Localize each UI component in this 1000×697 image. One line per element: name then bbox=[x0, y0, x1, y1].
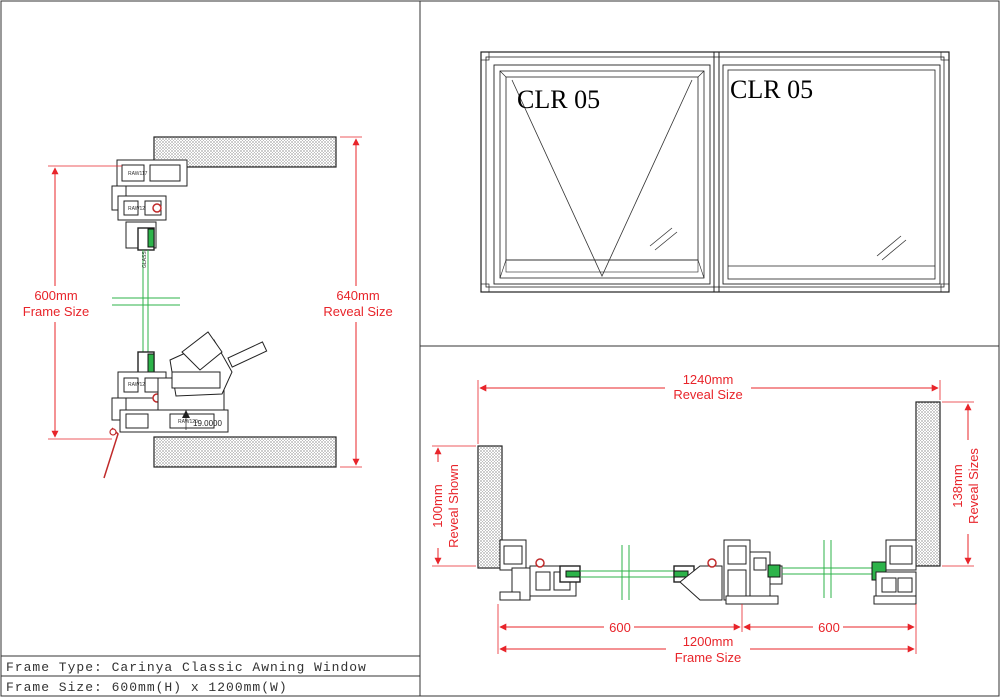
frame-width-dimension: 1200mm Frame Size bbox=[499, 634, 915, 666]
sill-reveal-wall bbox=[153, 436, 337, 468]
left-glass bbox=[580, 545, 680, 600]
right-fixed-pane bbox=[722, 64, 941, 285]
reveal-shown-caption: Reveal Shown bbox=[446, 464, 461, 548]
frame-height-dimension: 600mm Frame Size bbox=[14, 165, 122, 440]
frame-type-text: Frame Type: Carinya Classic Awning Windo… bbox=[6, 660, 367, 675]
right-pane-label: CLR 05 bbox=[730, 75, 813, 104]
reveal-shown-value: 100mm bbox=[430, 484, 445, 527]
mullion-profile bbox=[673, 539, 783, 605]
frame-height-caption: Frame Size bbox=[23, 304, 89, 319]
reveal-height-caption: Reveal Size bbox=[323, 304, 392, 319]
horizontal-section: 1240mm Reveal Size 100mm Reveal Shown 13… bbox=[426, 372, 992, 666]
frame-size-text: Frame Size: 600mm(H) x 1200mm(W) bbox=[6, 680, 288, 695]
reveal-width-dimension: 1240mm Reveal Size bbox=[477, 372, 941, 444]
sill-frame-profile: 19.0000 bbox=[103, 331, 268, 479]
profile-code: RAW120 bbox=[178, 419, 198, 425]
left-sash bbox=[493, 64, 711, 285]
reveal-height-dimension: 640mm Reveal Size bbox=[316, 136, 400, 468]
reveal-shown-dimension: 100mm Reveal Shown bbox=[426, 445, 476, 567]
reveal-sizes-value: 138mm bbox=[950, 464, 965, 507]
frame-width-caption: Frame Size bbox=[675, 650, 741, 665]
right-reveal-wall bbox=[915, 401, 941, 567]
reveal-width-caption: Reveal Size bbox=[673, 387, 742, 402]
sash-width-dimensions: 600 600 bbox=[497, 604, 917, 654]
head-frame-profile bbox=[111, 159, 188, 251]
reveal-sizes-caption: Reveal Sizes bbox=[966, 448, 981, 524]
profile-code: RAW12 bbox=[128, 206, 145, 212]
glass-pane: GLASS bbox=[112, 250, 180, 355]
right-sash-width: 600 bbox=[818, 620, 840, 635]
svg-text:GLASS: GLASS bbox=[142, 251, 148, 268]
frame-width-value: 1200mm bbox=[683, 634, 734, 649]
left-jamb-profile bbox=[499, 539, 581, 601]
reveal-sizes-dimension: 138mm Reveal Sizes bbox=[942, 401, 992, 567]
left-sash-width: 600 bbox=[609, 620, 631, 635]
frame-height-value: 600mm bbox=[34, 288, 77, 303]
sill-dimension: 19.0000 bbox=[193, 419, 222, 428]
vertical-section: GLASS 19.0000 RA bbox=[14, 136, 400, 479]
window-elevation: CLR 05 CLR 05 bbox=[480, 51, 950, 293]
profile-code: RAW12 bbox=[128, 382, 145, 388]
left-reveal-wall bbox=[477, 445, 503, 569]
reveal-height-value: 640mm bbox=[336, 288, 379, 303]
right-jamb-profile bbox=[871, 539, 917, 605]
title-block: Frame Type: Carinya Classic Awning Windo… bbox=[0, 655, 421, 697]
left-pane-label: CLR 05 bbox=[517, 85, 600, 114]
profile-code: RAW117 bbox=[128, 171, 148, 177]
awning-opening-indicator bbox=[511, 79, 693, 277]
right-glass bbox=[767, 540, 878, 598]
reveal-width-value: 1240mm bbox=[683, 372, 734, 387]
